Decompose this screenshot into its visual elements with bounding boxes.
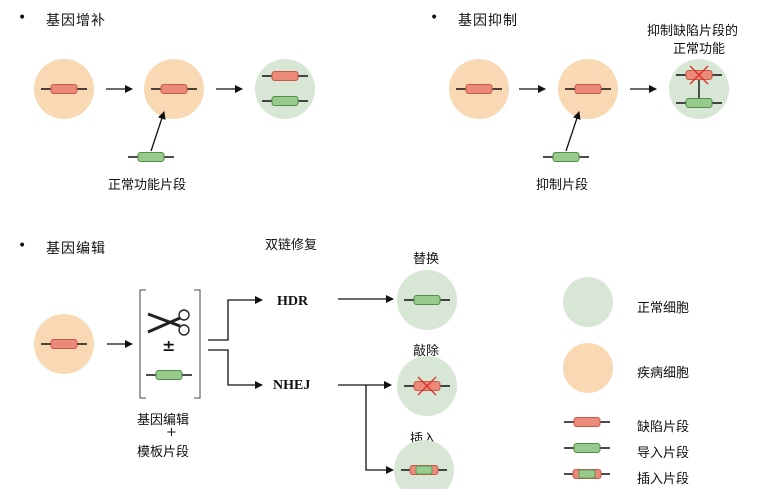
arrow-nhej [208,349,263,389]
legend-normal-cell-label: 正常细胞 [637,301,690,316]
section-title-editing: 基因编辑 [46,241,106,257]
legend-disease-cell-label: 疾病细胞 [637,366,690,381]
cross-mark [417,376,437,396]
hdr-label: HDR [277,294,309,309]
normal-cell [255,59,315,119]
scissors-icon [147,309,190,336]
normal-fragment [146,370,192,380]
tool-label-plus: + [166,425,177,440]
normal-fragment [564,443,610,453]
defect-fragment [564,417,610,427]
cross-mark [689,65,709,85]
normal-cell [394,440,454,489]
inserted-fragment [401,465,447,475]
disease-cell [563,343,613,393]
section-title-augmentation: 基因增补 [46,13,106,29]
legend-imported-fragment-label: 导入片段 [637,446,690,461]
defect-fragment [41,84,87,94]
defect-fragment [565,84,611,94]
bullet-suppression: • [430,10,439,26]
tool-label-1: 基因编辑 [137,413,190,428]
defect-fragment [456,84,502,94]
suppression-fragment-label: 抑制片段 [536,178,589,193]
section-title-suppression: 基因抑制 [458,13,518,29]
suppression-result-label-2: 正常功能 [673,42,726,57]
legend-inserted-fragment-label: 插入片段 [637,472,690,487]
replace-label: 替换 [413,252,440,267]
suppression-result-label-1: 抑制缺陷片段的 [647,24,739,39]
normal-cell [563,277,613,327]
defect-fragment [41,339,87,349]
defect-fragment [151,84,197,94]
arrow-up [150,111,166,152]
arrow-up [565,111,581,152]
inserted-fragment [564,469,610,479]
normal-fragment [404,295,450,305]
bullet-editing: • [18,238,27,254]
repair-title: 双链修复 [265,238,318,253]
normal-fragment [262,96,308,106]
normal-fragment-label: 正常功能片段 [108,178,187,193]
tool-bracket [139,289,201,399]
tool-label-2: 模板片段 [137,445,190,460]
normal-fragment [676,98,722,108]
normal-fragment [543,152,589,162]
nhej-label: NHEJ [273,378,311,393]
normal-fragment [128,152,174,162]
arrow-hdr [208,296,263,341]
defect-fragment [262,71,308,81]
bullet-augmentation: • [18,10,27,26]
knockout-label: 敲除 [413,344,440,359]
legend-defect-fragment-label: 缺陷片段 [637,420,690,435]
plus-minus-sign: ± [162,336,176,355]
arrow-insert [365,385,394,474]
